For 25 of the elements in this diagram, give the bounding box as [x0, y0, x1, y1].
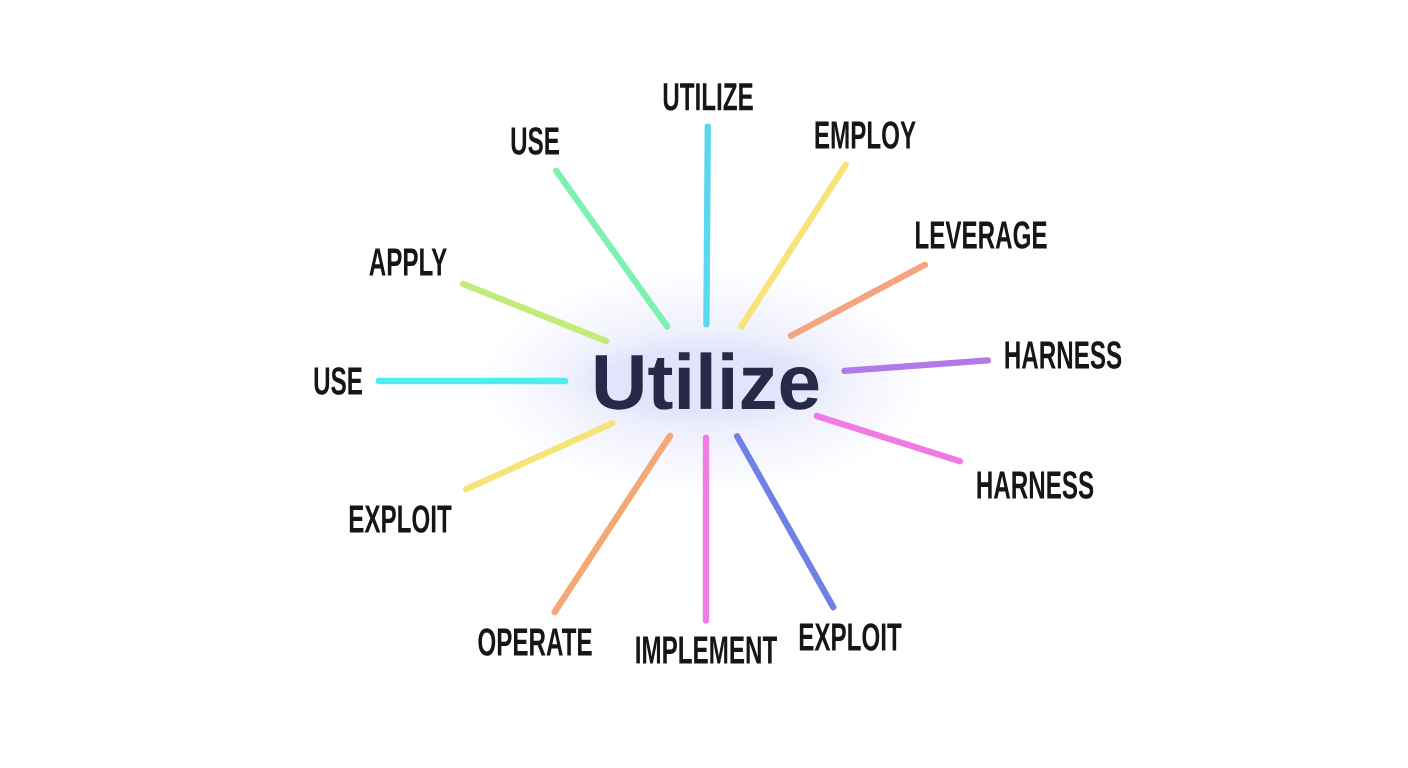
word-label: HARNESS [977, 471, 1094, 499]
ray-line [787, 261, 928, 339]
word-label: OPERATE [478, 628, 592, 656]
ray-line [375, 377, 569, 385]
word-label: UTILIZE [663, 83, 753, 111]
ray-line [702, 434, 710, 624]
ray-line [462, 420, 616, 493]
ray-line [703, 123, 711, 328]
ray-line [733, 433, 837, 611]
ray-line [460, 280, 610, 345]
word-label: USE [511, 127, 559, 155]
ray-line [551, 432, 674, 616]
word-label: EXPLOIT [799, 623, 902, 651]
word-label: LEVERAGE [916, 221, 1047, 249]
word-label: EMPLOY [815, 121, 916, 149]
word-label: EXPLOIT [349, 505, 452, 533]
word-label: IMPLEMENT [636, 636, 777, 664]
word-label: USE [314, 367, 362, 395]
word-label: HARNESS [1005, 341, 1122, 369]
ray-line [553, 167, 671, 330]
center-ellipse: Utilize [565, 324, 847, 438]
ray-line [738, 161, 849, 330]
ray-line [841, 357, 991, 375]
word-label: APPLY [369, 248, 447, 276]
ray-line [813, 412, 963, 465]
